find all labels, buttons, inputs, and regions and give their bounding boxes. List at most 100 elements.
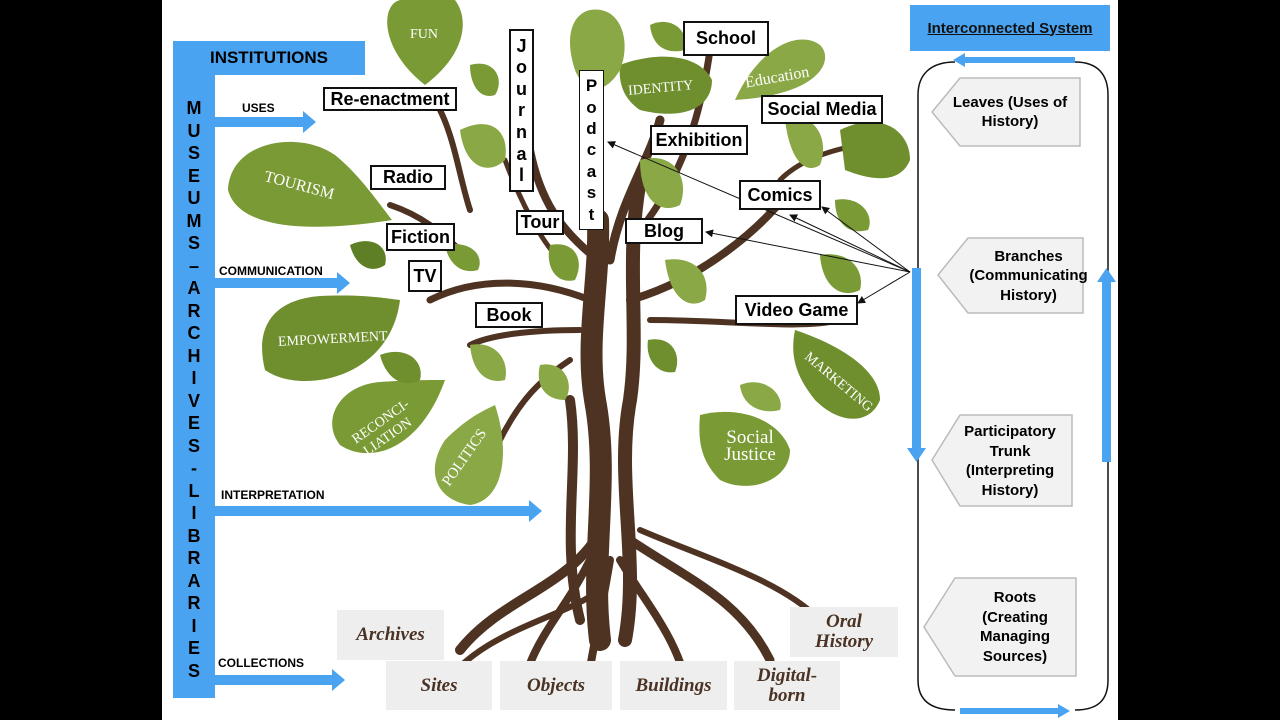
podcast-letter: c [586,140,597,160]
leaf-reconciliation [332,380,445,454]
leaf-label-fun: FUN [410,27,438,42]
box-book: Book [475,302,543,328]
label-interpretation: INTERPRETATION [221,488,325,502]
stage-roots-shape [923,577,1077,677]
box-fiction: Fiction [386,223,455,251]
box-reenactment: Re-enactment [323,87,457,111]
stage-branches-shape [937,237,1084,314]
label-uses: USES [242,101,275,115]
institutions-letter: I [191,615,197,636]
institutions-letter: – [188,255,199,276]
podcast-letter: o [586,97,597,117]
journal-letter: o [516,57,527,78]
leaf-label-identity: IDENTITY [628,78,694,99]
leaf-label-empowerment: EMPOWERMENT [278,329,389,350]
podcast-letter: d [586,119,597,139]
stage-leaves: Leaves (Uses of History) [952,93,1068,131]
institutions-letter: E [187,413,200,434]
institutions-letter: R [187,593,201,614]
leaf-label-social-justice-1: Social [726,427,774,448]
leaf-fun [387,0,463,85]
stage-trunk: Participatory Trunk (Interpreting Histor… [964,423,1056,499]
institutions-letter: I [191,368,197,389]
institutions-letter: U [187,188,201,209]
arrow-top-left [953,53,1075,67]
arrow-collections [215,669,345,691]
institutions-letter: S [187,233,200,254]
podcast-letter: P [585,76,598,96]
institutions-letter: - [191,458,197,479]
institutions-letter: B [187,525,201,546]
podcast-letter: a [586,161,597,181]
institutions-letter: S [187,660,200,681]
arrow-bottom-right [960,704,1070,718]
box-tour: Tour [516,210,564,235]
podcast-letter: t [588,204,595,224]
journal-letter: a [516,143,527,164]
leaf-identity [619,56,712,114]
box-tv: TV [408,260,442,292]
arrow-up [1097,268,1116,462]
leaf-empowerment [262,295,400,382]
collection-buildings: Buildings [620,661,727,710]
label-communication: COMMUNICATION [219,264,323,278]
leaf-tourism [228,141,392,227]
leaf-social-justice [699,411,790,486]
journal-letter: n [516,122,527,143]
leaf-politics [434,405,503,505]
institutions-letter: A [187,570,201,591]
collection-objects: Objects [500,661,612,710]
box-comics: Comics [739,180,821,210]
institutions-letter: U [187,120,201,141]
institutions-letter: E [187,165,200,186]
arrow-interpretation [215,500,542,522]
arrow-down [907,268,926,462]
institutions-letter: L [188,480,200,501]
institutions-letter: S [187,143,200,164]
box-blog: Blog [625,218,703,244]
leaves [228,0,910,505]
collection-sites: Sites [386,661,492,710]
label-collections: COLLECTIONS [218,656,304,670]
institutions-letter: R [187,300,201,321]
journal-letter: l [518,165,524,186]
leaf-label-social-justice-2: Justice [724,444,776,465]
stage-trunk-shape [931,414,1073,507]
institutions-letter: R [187,548,201,569]
institutions-letter: S [187,435,200,456]
interconnected-system-title: Interconnected System [910,5,1110,51]
box-exhibition: Exhibition [650,125,748,155]
journal-letter: r [517,100,525,121]
stage-leaves-shape [931,77,1081,147]
journal-letter: J [516,35,527,56]
stage-branches: Branches (Communicating History) [969,247,1088,304]
institutions-letter: E [187,638,200,659]
box-video-game: Video Game [735,295,858,325]
institutions-letter: M [186,98,202,118]
box-social-media: Social Media [761,95,883,124]
institutions-letter: V [187,390,200,411]
journal-letter: u [516,78,527,99]
stage-roots: Roots (Creating Managing Sources) [980,589,1050,665]
podcast-letter: s [586,183,597,203]
collection-archives: Archives [337,610,444,660]
institutions-letter: A [187,278,201,299]
institutions-letter: M [186,210,202,231]
collection-oral-history: Oral History [790,607,898,657]
tree-trunk [387,46,863,704]
arrow-communication [215,272,350,294]
institutions-letter: C [187,323,201,344]
institutions-letter: H [187,345,201,366]
box-radio: Radio [370,165,446,190]
leaf-marketing [793,330,880,419]
institutions-header: INSTITUTIONS [173,41,365,75]
leaf-education [735,39,826,100]
arrow-uses [215,111,316,133]
box-school: School [683,21,769,56]
institutions-letter: I [191,503,197,524]
collection-digital-born: Digital-born [734,661,840,710]
